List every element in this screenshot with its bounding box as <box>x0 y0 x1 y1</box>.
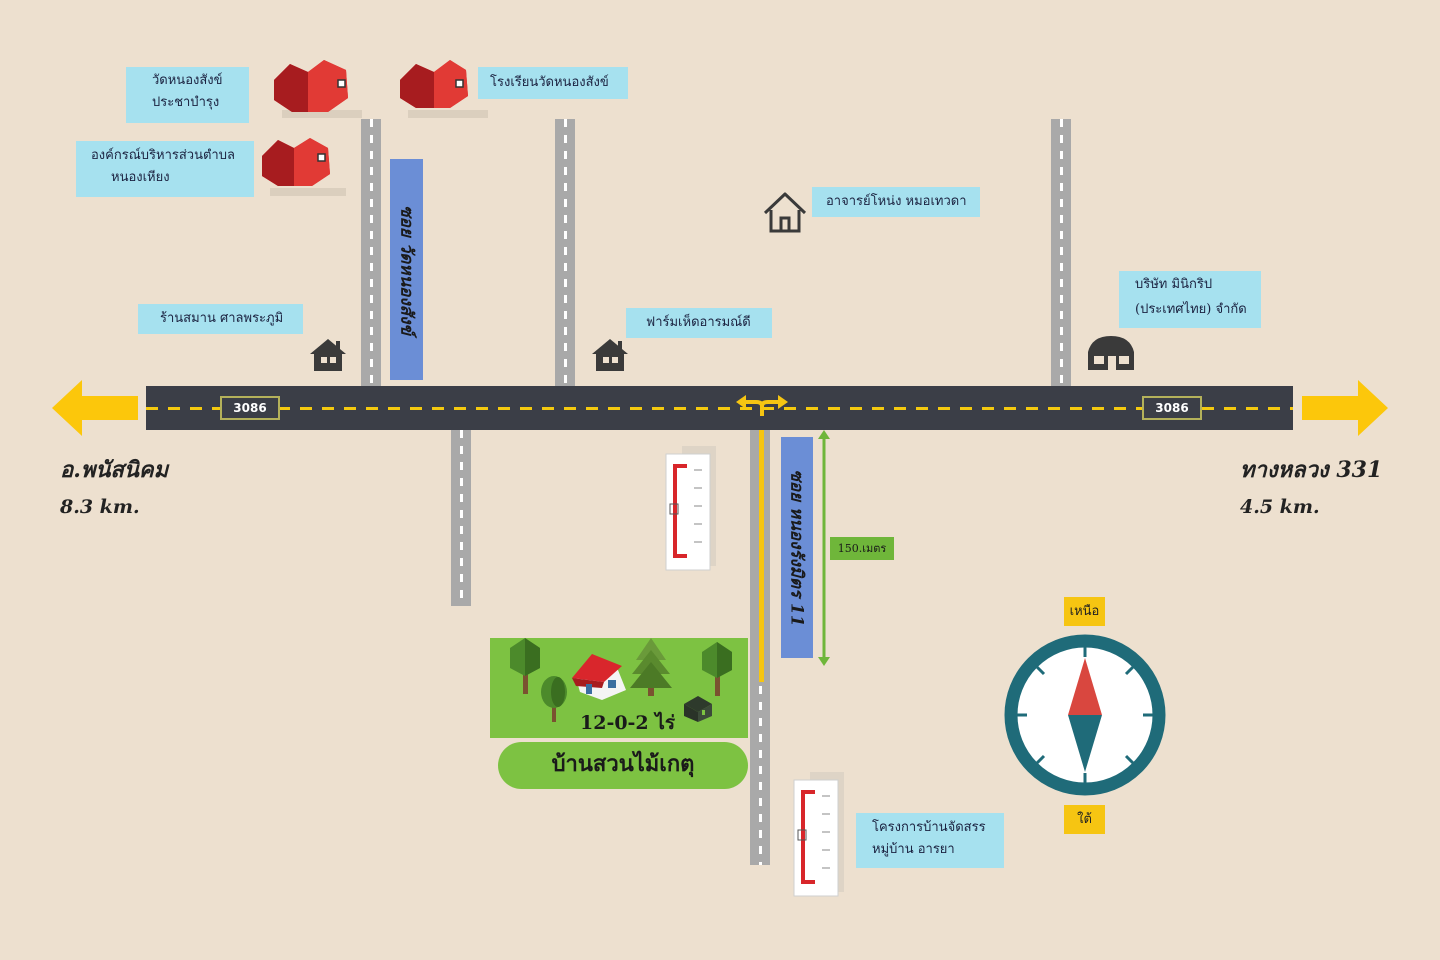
mushroom-farm-label: ฟาร์มเห็ดอารมณ์ดี <box>626 308 772 338</box>
property-name: บ้านสวนไม้เกตุ <box>551 751 695 777</box>
route-shield-right: 3086 <box>1142 396 1202 420</box>
tree-icon <box>541 676 567 722</box>
route-shield-left: 3086 <box>220 396 280 420</box>
teacher-house-icon <box>763 192 807 233</box>
tambon-label: องค์กรณ์บริหารส่วนตำบล หนองเหียง <box>76 141 254 197</box>
temple-building-icon <box>274 60 362 118</box>
housing-project-label-line1: โครงการบ้านจัดสรร <box>872 820 986 835</box>
tambon-office-icon <box>262 138 346 196</box>
shop-label: ร้านสมาน ศาลพระภูมิ <box>138 304 303 334</box>
shop-house-icon <box>310 339 346 371</box>
tree-icon <box>702 642 732 696</box>
left-destination-name: อ.พนัสนิคม <box>60 457 169 483</box>
teacher-house-label-text: อาจารย์โหน่ง หมอเทวดา <box>826 194 967 209</box>
housing-project-label: โครงการบ้านจัดสรร หมู่บ้าน อารยา <box>856 813 1004 868</box>
turn-arrow-icon <box>736 395 788 416</box>
right-destination-distance: 4.5 km. <box>1240 496 1320 518</box>
route-line <box>759 404 764 682</box>
company-factory-icon <box>1088 336 1134 370</box>
compass-icon <box>1004 634 1166 796</box>
side-road-mushroom <box>555 119 575 387</box>
teacher-house-label: อาจารย์โหน่ง หมอเทวดา <box>812 187 980 217</box>
main-road-3086 <box>146 386 1293 430</box>
soi-nongrangmit-label: ซอย หนองรังมิตร 11 <box>786 468 807 627</box>
company-label-line2: (ประเทศไทย) จำกัด <box>1135 301 1247 317</box>
left-direction-arrow-icon <box>52 380 138 436</box>
shop-label-text: ร้านสมาน ศาลพระภูมิ <box>160 311 284 326</box>
property-area: 12-0-2 ไร่ <box>580 712 676 734</box>
temple-label-line1: วัดหนองสังข์ <box>152 73 223 88</box>
school-label-text: โรงเรียนวัดหนองสังข์ <box>490 75 609 90</box>
housing-project-label-line2: หมู่บ้าน อารยา <box>872 842 955 858</box>
property-illustration <box>510 638 732 722</box>
left-destination-distance: 8.3 km. <box>60 496 140 518</box>
townhouse-row-icon <box>665 446 716 571</box>
soi-nongrangmit-sign: ซอย หนองรังมิตร 11 <box>781 437 813 658</box>
housing-project-townhouse-icon <box>793 772 844 897</box>
soi-wat-label: ซอย วัดหนองสังข์ <box>396 204 416 335</box>
shed-icon <box>684 696 712 722</box>
soi-wat-sign: ซอย วัดหนองสังข์ <box>390 159 423 380</box>
company-label-line1: บริษัท มินิกริป <box>1135 277 1213 292</box>
side-road-wat <box>361 119 381 387</box>
temple-label: วัดหนองสังข์ ประชาบำรุง <box>126 67 249 123</box>
property-name-pill: บ้านสวนไม้เกตุ <box>498 742 748 789</box>
side-road-company <box>1051 119 1071 387</box>
compass-north-tag: เหนือ <box>1064 597 1105 626</box>
tambon-label-line2: หนองเหียง <box>111 170 170 186</box>
right-direction-arrow-icon <box>1302 380 1388 436</box>
distance-marker-line <box>818 430 830 666</box>
compass-south-tag: ใต้ <box>1064 805 1105 834</box>
tambon-label-line1: องค์กรณ์บริหารส่วนตำบล <box>91 148 235 163</box>
distance-marker-label: 150.เมตร <box>830 537 894 560</box>
tree-icon <box>510 638 540 694</box>
school-building-icon <box>400 60 488 118</box>
right-destination-name: ทางหลวง 331 <box>1240 457 1383 483</box>
mushroom-farm-label-text: ฟาร์มเห็ดอารมณ์ดี <box>646 315 751 330</box>
pine-tree-icon <box>630 638 672 696</box>
property-house-icon <box>572 654 626 700</box>
side-road-south-left <box>451 430 471 606</box>
school-label: โรงเรียนวัดหนองสังข์ <box>478 67 628 99</box>
temple-label-line2: ประชาบำรุง <box>152 95 220 111</box>
mushroom-farm-house-icon <box>592 339 628 371</box>
company-label: บริษัท มินิกริป (ประเทศไทย) จำกัด <box>1119 271 1261 328</box>
